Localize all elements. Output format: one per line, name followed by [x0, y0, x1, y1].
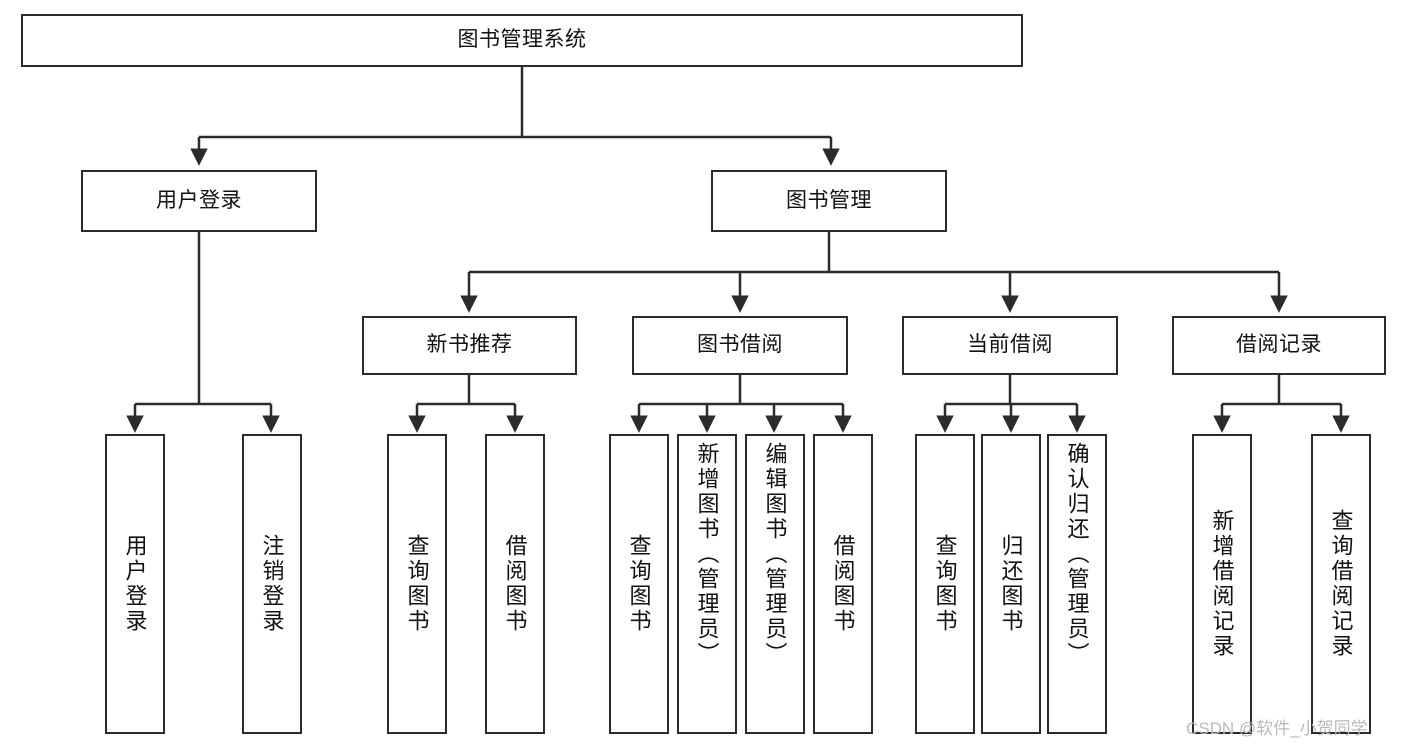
leaf-current-query-book[interactable]: 查询图书 — [915, 434, 975, 734]
leaf-user-login-logout[interactable]: 注销登录 — [242, 434, 302, 734]
node-label: 归还图书 — [998, 534, 1024, 634]
leaf-new-book-query-book[interactable]: 查询图书 — [387, 434, 447, 734]
node-label: 用户登录 — [122, 534, 148, 634]
leaf-borrow-edit-book-admin[interactable]: 编辑图书（管理员） — [745, 434, 805, 734]
node-label: 查询图书 — [932, 534, 958, 634]
node-label: 借阅图书 — [830, 534, 856, 634]
node-label: 借阅记录 — [1236, 333, 1322, 357]
edge-record-bus — [1222, 375, 1341, 406]
leaf-record-query-record[interactable]: 查询借阅记录 — [1311, 434, 1371, 734]
node-label: 新书推荐 — [426, 333, 513, 357]
node-book-management[interactable]: 图书管理 — [711, 170, 947, 232]
node-borrow-record[interactable]: 借阅记录 — [1172, 316, 1386, 375]
node-label: 新增借阅记录 — [1209, 509, 1235, 659]
node-label: 查询图书 — [626, 534, 652, 634]
node-label: 图书管理系统 — [457, 28, 587, 52]
node-label: 注销登录 — [259, 534, 285, 634]
leaf-user-login-login[interactable]: 用户登录 — [105, 434, 165, 734]
node-label: 图书管理 — [786, 188, 872, 212]
leaf-record-add-record[interactable]: 新增借阅记录 — [1192, 434, 1252, 734]
edge-borrow-bus — [639, 375, 843, 406]
node-label: 用户登录 — [156, 188, 242, 212]
leaf-borrow-borrow-book[interactable]: 借阅图书 — [813, 434, 873, 734]
edge-newbook-bus — [417, 375, 515, 406]
node-label: 借阅图书 — [502, 534, 528, 634]
edge-userlogin-bus — [135, 232, 271, 406]
leaf-borrow-query-book[interactable]: 查询图书 — [609, 434, 669, 734]
node-label: 确认归还（管理员） — [1064, 442, 1090, 667]
node-label: 编辑图书（管理员） — [762, 442, 788, 667]
leaf-current-return-book[interactable]: 归还图书 — [981, 434, 1041, 734]
node-label: 查询借阅记录 — [1328, 509, 1354, 659]
node-new-book-recommendation[interactable]: 新书推荐 — [362, 316, 577, 375]
node-label: 新增图书（管理员） — [694, 442, 720, 667]
node-user-login[interactable]: 用户登录 — [81, 170, 317, 232]
node-root-book-management-system[interactable]: 图书管理系统 — [21, 14, 1023, 67]
watermark: CSDN @软件_小贺同学 — [1186, 719, 1368, 738]
edge-bookmanage-bus — [469, 232, 1279, 274]
leaf-borrow-add-book-admin[interactable]: 新增图书（管理员） — [677, 434, 737, 734]
node-label: 查询图书 — [404, 534, 430, 634]
node-book-borrow[interactable]: 图书借阅 — [632, 316, 848, 375]
leaf-current-confirm-return-admin[interactable]: 确认归还（管理员） — [1047, 434, 1107, 734]
edge-root-bus — [199, 67, 831, 139]
node-label: 图书借阅 — [697, 333, 783, 357]
node-label: 当前借阅 — [967, 333, 1053, 357]
edge-current-bus — [945, 375, 1077, 406]
node-current-borrow[interactable]: 当前借阅 — [902, 316, 1118, 375]
leaf-new-book-borrow-book[interactable]: 借阅图书 — [485, 434, 545, 734]
